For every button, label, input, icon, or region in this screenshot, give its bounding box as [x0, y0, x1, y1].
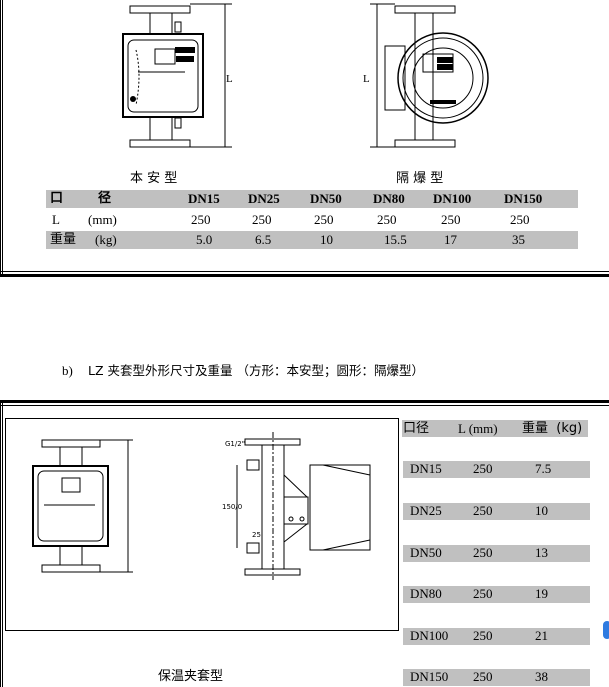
- row-length: 250: [473, 503, 493, 518]
- header-size: DN25: [248, 191, 280, 206]
- bottom-frame-left-border: [0, 400, 3, 687]
- jacket-table-header-row: [402, 420, 588, 437]
- thread-dimension: G1/2": [225, 440, 245, 448]
- weight-value: 15.5: [384, 232, 407, 247]
- row-length: 250: [473, 669, 493, 684]
- row-weight: 38: [535, 669, 548, 684]
- jacket-header-weight: 重量 (kg): [522, 421, 583, 436]
- explosion-proof-label: 隔 爆 型: [396, 171, 444, 186]
- weight-row-unit: (kg): [95, 232, 117, 247]
- top-frame-left-border: [0, 0, 3, 276]
- jacket-table-row: [403, 586, 590, 603]
- length-value: 250: [510, 212, 530, 227]
- length-value: 250: [191, 212, 211, 227]
- jacket-table-row: [403, 461, 590, 478]
- spec-table-weight-row: [46, 231, 578, 249]
- jacket-table-row: [403, 503, 590, 520]
- weight-value: 10: [320, 232, 333, 247]
- pipe-dimension: 25: [252, 531, 261, 539]
- header-aperture-1: 口: [50, 191, 64, 206]
- weight-value: 17: [444, 232, 457, 247]
- row-size: DN50: [410, 545, 442, 560]
- drawing-frame: [5, 418, 399, 631]
- section-b-prefix: b): [62, 363, 73, 378]
- row-length: 250: [473, 586, 493, 601]
- row-length: 250: [473, 461, 493, 476]
- spacing-dimension: 150/0: [222, 503, 243, 511]
- accent-blue-marker: [603, 621, 609, 639]
- jacketed-type-label: 保温夹套型: [158, 669, 224, 684]
- row-size: DN80: [410, 586, 442, 601]
- explosion-proof-meter-drawing: [370, 3, 489, 148]
- row-length: 250: [473, 545, 493, 560]
- length-value: 250: [441, 212, 461, 227]
- header-size: DN80: [373, 191, 405, 206]
- header-size: DN150: [504, 191, 543, 206]
- weight-value: 6.5: [255, 232, 272, 247]
- row-weight: 13: [535, 545, 548, 560]
- section-b-caption: LZ 夹套型外形尺寸及重量 （方形：本安型；圆形：隔爆型）: [88, 363, 424, 378]
- length-value: 250: [314, 212, 334, 227]
- row-weight: 19: [535, 586, 548, 601]
- row-size: DN100: [410, 628, 449, 643]
- dimension-l-label-left: L: [226, 73, 233, 85]
- weight-value: 5.0: [196, 232, 213, 247]
- weight-value: 35: [512, 232, 525, 247]
- row-length: 250: [473, 628, 493, 643]
- jacket-table-row: [403, 628, 590, 645]
- spec-table-header-row: [46, 190, 578, 208]
- header-aperture-2: 径: [98, 191, 112, 206]
- header-size: DN100: [433, 191, 472, 206]
- length-row-unit: (mm): [88, 212, 117, 227]
- header-size: DN15: [188, 191, 220, 206]
- header-size: DN50: [310, 191, 342, 206]
- jacket-header-length: L (mm): [458, 421, 498, 436]
- length-value: 250: [377, 212, 397, 227]
- jacket-table-row: [403, 669, 590, 686]
- weight-row-label: 重量: [50, 232, 77, 247]
- row-size: DN15: [410, 461, 442, 476]
- row-weight: 7.5: [535, 461, 552, 476]
- row-size: DN150: [410, 669, 449, 684]
- length-row-label: L: [52, 212, 60, 227]
- length-value: 250: [252, 212, 272, 227]
- top-frame-bottom-border: [0, 271, 609, 277]
- intrinsic-safe-label: 本 安 型: [130, 171, 178, 186]
- row-weight: 10: [535, 503, 548, 518]
- bottom-frame-top-border: [0, 400, 609, 406]
- dimension-l-label-right: L: [363, 73, 370, 85]
- jacket-header-aperture: 口径: [403, 421, 430, 436]
- intrinsic-safe-meter-drawing: [122, 3, 232, 148]
- row-size: DN25: [410, 503, 442, 518]
- jacket-table-row: [403, 545, 590, 562]
- row-weight: 21: [535, 628, 548, 643]
